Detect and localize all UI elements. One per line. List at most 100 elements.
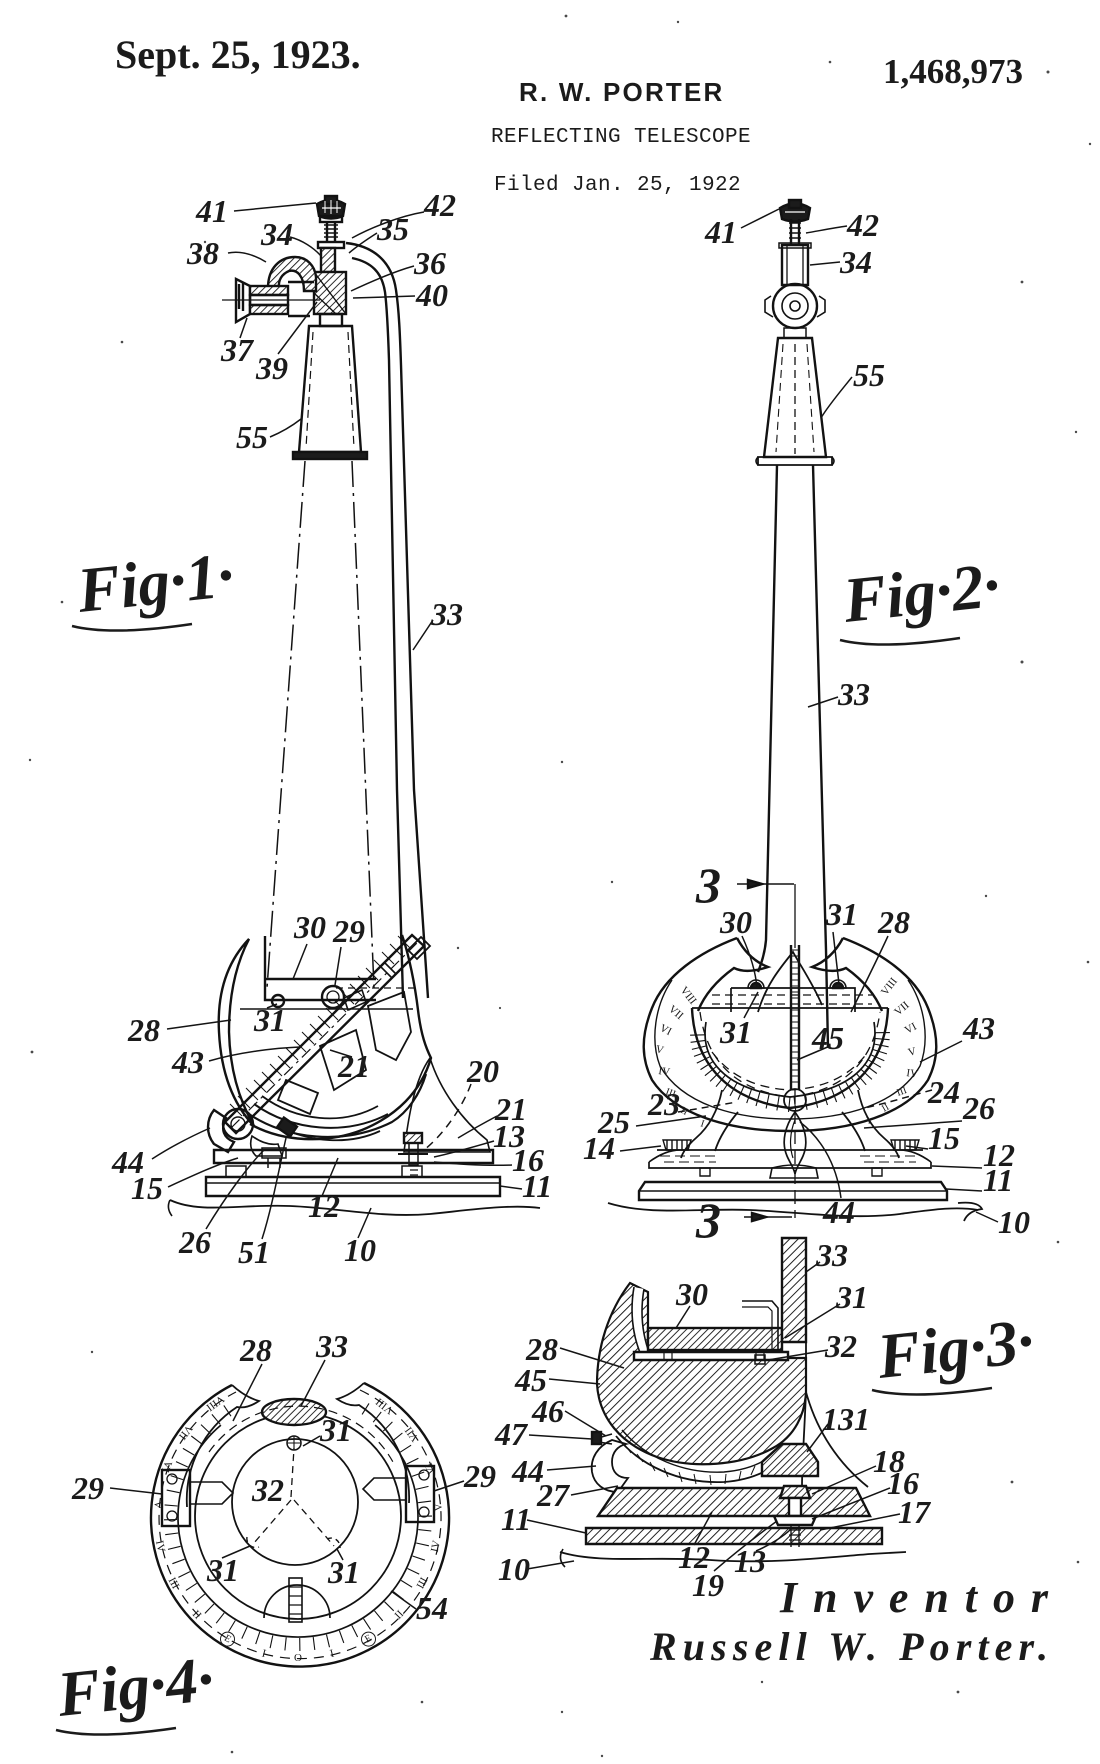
svg-text:I: I [329, 1647, 336, 1660]
svg-text:13: 13 [734, 1543, 766, 1579]
svg-text:32: 32 [824, 1328, 857, 1364]
svg-text:VI: VI [903, 1020, 919, 1036]
svg-text:10: 10 [498, 1551, 530, 1587]
svg-text:13: 13 [493, 1118, 525, 1154]
svg-text:31: 31 [327, 1554, 360, 1590]
svg-text:Sept. 25, 1923.: Sept. 25, 1923. [115, 32, 361, 77]
svg-text:33: 33 [815, 1237, 848, 1273]
svg-text:V: V [907, 1045, 918, 1059]
svg-text:10: 10 [344, 1232, 376, 1268]
svg-text:40: 40 [415, 277, 448, 313]
svg-text:IV: IV [429, 1539, 443, 1553]
svg-text:29: 29 [332, 913, 365, 949]
svg-text:36: 36 [413, 245, 446, 281]
svg-text:Russell W. Porter.: Russell W. Porter. [649, 1624, 1048, 1669]
svg-text:26: 26 [962, 1090, 995, 1126]
svg-text:19: 19 [692, 1567, 724, 1603]
svg-text:27: 27 [536, 1477, 571, 1513]
svg-text:31: 31 [319, 1412, 352, 1448]
svg-text:15: 15 [131, 1170, 163, 1206]
svg-text:12: 12 [983, 1137, 1015, 1173]
svg-text:14: 14 [583, 1130, 615, 1166]
svg-text:III: III [166, 1576, 182, 1592]
svg-text:11: 11 [501, 1501, 531, 1537]
svg-text:3: 3 [695, 857, 721, 913]
svg-text:31: 31 [253, 1002, 286, 1038]
svg-text:II: II [880, 1102, 891, 1115]
svg-text:24: 24 [927, 1074, 960, 1110]
svg-text:43: 43 [171, 1044, 204, 1080]
svg-text:23: 23 [647, 1086, 680, 1122]
svg-text:III: III [895, 1085, 908, 1099]
svg-text:28: 28 [525, 1331, 558, 1367]
svg-text:29: 29 [463, 1458, 496, 1494]
svg-text:IV: IV [906, 1067, 919, 1081]
svg-text:V: V [151, 1500, 164, 1509]
svg-text:32: 32 [251, 1472, 284, 1508]
svg-text:15: 15 [928, 1120, 960, 1156]
svg-text:26: 26 [178, 1224, 211, 1260]
svg-text:31: 31 [206, 1552, 239, 1588]
svg-text:28: 28 [239, 1332, 272, 1368]
svg-text:31: 31 [825, 896, 858, 932]
svg-text:38: 38 [186, 235, 219, 271]
svg-text:25: 25 [597, 1104, 630, 1140]
svg-text:46: 46 [531, 1393, 564, 1429]
svg-text:131: 131 [822, 1401, 870, 1437]
svg-text:20: 20 [466, 1053, 499, 1089]
svg-text:33: 33 [315, 1328, 348, 1364]
svg-text:55: 55 [853, 357, 885, 393]
svg-text:16: 16 [887, 1465, 919, 1501]
svg-text:IV: IV [658, 1065, 671, 1079]
svg-text:10: 10 [998, 1204, 1030, 1240]
svg-text:45: 45 [514, 1362, 547, 1398]
svg-text:V: V [432, 1503, 445, 1512]
svg-text:11: 11 [983, 1162, 1013, 1198]
svg-text:IV: IV [153, 1539, 167, 1553]
svg-text:11: 11 [522, 1168, 552, 1204]
svg-text:33: 33 [430, 596, 463, 632]
svg-text:16: 16 [512, 1142, 544, 1178]
svg-text:O: O [294, 1652, 302, 1664]
svg-text:42: 42 [423, 187, 456, 223]
svg-text:E: E [363, 1633, 374, 1646]
svg-text:1,468,973: 1,468,973 [883, 52, 1023, 91]
svg-text:44: 44 [111, 1144, 144, 1180]
svg-text:12: 12 [678, 1539, 710, 1575]
svg-text:VI: VI [423, 1461, 438, 1476]
svg-text:31: 31 [835, 1279, 868, 1315]
svg-text:41: 41 [704, 214, 737, 250]
svg-text:21: 21 [337, 1048, 370, 1084]
svg-text:31: 31 [719, 1014, 752, 1050]
svg-text:28: 28 [127, 1012, 160, 1048]
svg-text:45: 45 [811, 1020, 844, 1056]
svg-text:28: 28 [877, 904, 910, 940]
svg-text:17: 17 [898, 1494, 932, 1530]
svg-text:Filed Jan. 25, 1922: Filed Jan. 25, 1922 [494, 174, 741, 197]
svg-text:21: 21 [494, 1091, 527, 1127]
svg-text:VI: VI [658, 1022, 674, 1038]
svg-text:I: I [261, 1648, 268, 1661]
svg-text:VI: VI [159, 1459, 174, 1474]
svg-text:REFLECTING TELESCOPE: REFLECTING TELESCOPE [491, 126, 751, 149]
svg-text:30: 30 [675, 1276, 708, 1312]
svg-text:Fig·3·: Fig·3· [873, 1305, 1037, 1392]
svg-text:42: 42 [846, 207, 879, 243]
svg-text:44: 44 [511, 1453, 544, 1489]
svg-text:30: 30 [293, 909, 326, 945]
svg-text:35: 35 [376, 211, 409, 247]
svg-text:34: 34 [839, 244, 872, 280]
svg-text:18: 18 [873, 1443, 905, 1479]
svg-text:55: 55 [236, 419, 268, 455]
svg-text:3: 3 [695, 1192, 721, 1248]
svg-text:Fig·1·: Fig·1· [73, 539, 237, 626]
svg-text:I: I [699, 1118, 706, 1129]
svg-text:E: E [222, 1633, 233, 1646]
svg-text:III: III [664, 1086, 677, 1100]
svg-text:III: III [415, 1575, 431, 1591]
svg-text:Fig·4·: Fig·4· [53, 1643, 217, 1730]
svg-text:34: 34 [260, 216, 293, 252]
svg-text:12: 12 [308, 1188, 340, 1224]
svg-text:29: 29 [71, 1470, 104, 1506]
svg-text:41: 41 [195, 193, 228, 229]
